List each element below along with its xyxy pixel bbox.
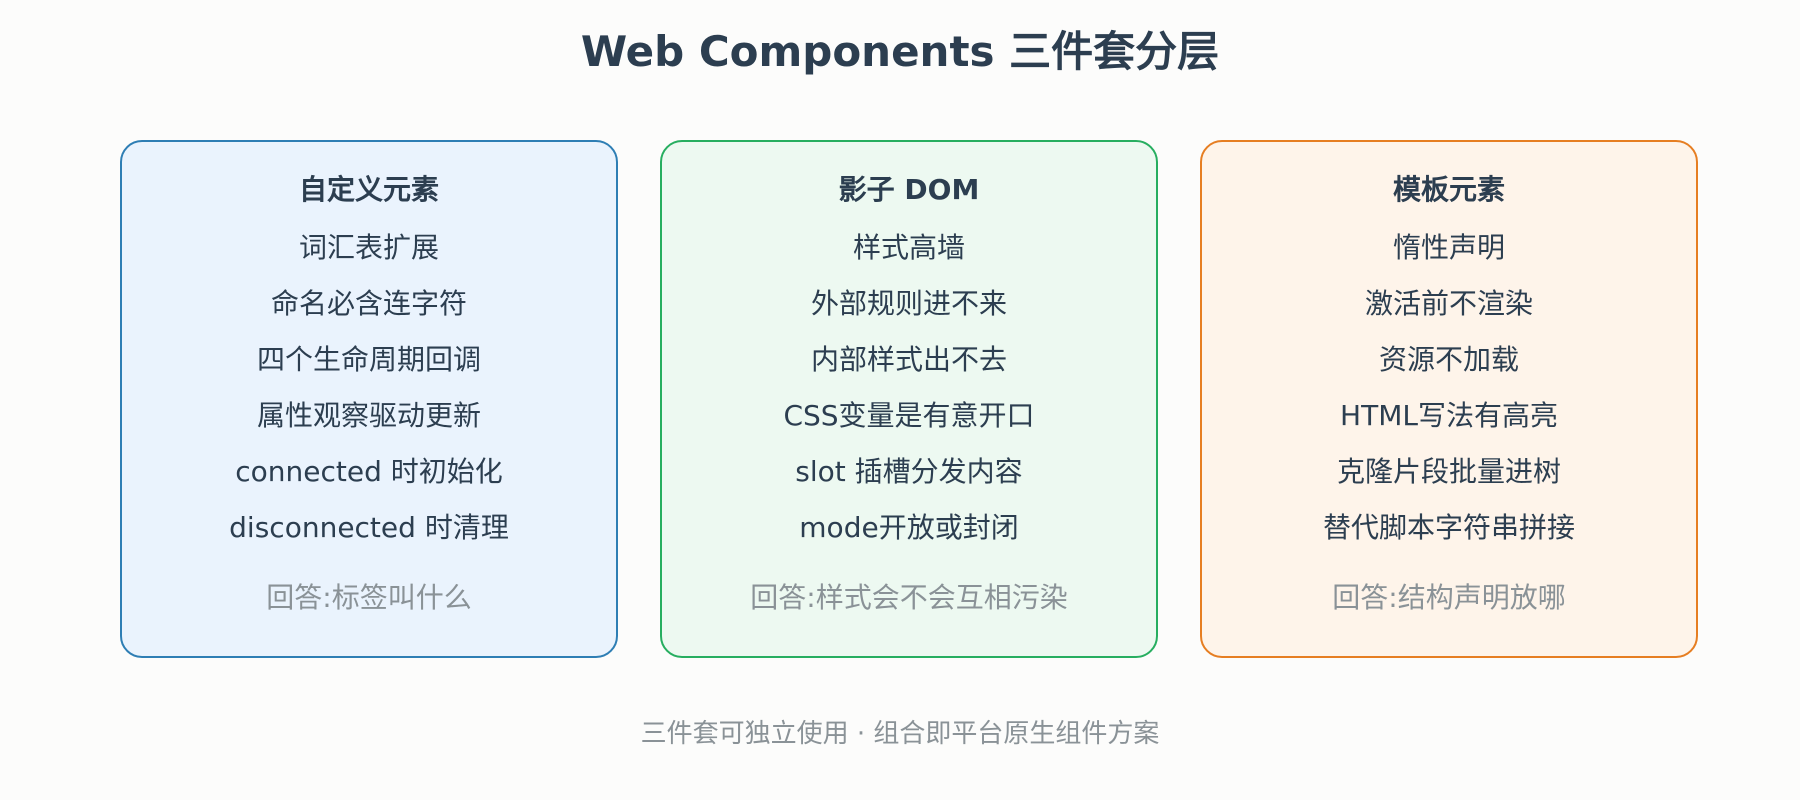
card-item: 替代脚本字符串拼接 (1322, 511, 1575, 544)
card-item: CSS变量是有意开口 (783, 399, 1035, 432)
card-answer: 回答:结构声明放哪 (1332, 581, 1566, 614)
diagram-title: Web Components 三件套分层 (580, 27, 1220, 76)
card-item: 四个生命周期回调 (256, 343, 481, 376)
card-item-list: 惰性声明 激活前不渲染 资源不加载 HTML写法有高亮 克隆片段批量进树 替代脚… (1202, 230, 1696, 566)
card-heading: 模板元素 (1392, 173, 1505, 206)
card-item-list: 样式高墙 外部规则进不来 内部样式出不去 CSS变量是有意开口 slot 插槽分… (662, 230, 1156, 566)
footer-note: 三件套可独立使用 · 组合即平台原生组件方案 (640, 719, 1160, 749)
card-answer: 回答:样式会不会互相污染 (750, 581, 1068, 614)
card-template-element: 模板元素 惰性声明 激活前不渲染 资源不加载 HTML写法有高亮 克隆片段批量进… (1200, 140, 1698, 658)
card-item: 样式高墙 (852, 231, 965, 264)
card-item: mode开放或封闭 (799, 511, 1019, 544)
card-item: 激活前不渲染 (1364, 287, 1533, 320)
card-item: 命名必含连字符 (270, 287, 467, 320)
card-item: connected 时初始化 (235, 455, 503, 488)
card-item: 惰性声明 (1392, 231, 1505, 264)
card-item: 克隆片段批量进树 (1336, 455, 1561, 488)
card-item: slot 插槽分发内容 (795, 455, 1023, 488)
card-item: 外部规则进不来 (810, 287, 1007, 320)
card-custom-elements: 自定义元素 词汇表扩展 命名必含连字符 四个生命周期回调 属性观察驱动更新 co… (120, 140, 618, 658)
card-shadow-dom: 影子 DOM 样式高墙 外部规则进不来 内部样式出不去 CSS变量是有意开口 s… (660, 140, 1158, 658)
card-answer: 回答:标签叫什么 (266, 581, 472, 614)
card-heading: 影子 DOM (838, 173, 980, 206)
card-item-list: 词汇表扩展 命名必含连字符 四个生命周期回调 属性观察驱动更新 connecte… (122, 230, 616, 566)
card-item: 内部样式出不去 (810, 343, 1007, 376)
card-item: 资源不加载 (1378, 343, 1519, 376)
card-item: 属性观察驱动更新 (256, 399, 481, 432)
card-item: 词汇表扩展 (298, 231, 439, 264)
card-item: HTML写法有高亮 (1340, 399, 1558, 432)
card-heading: 自定义元素 (298, 173, 439, 206)
card-item: disconnected 时清理 (229, 511, 509, 544)
